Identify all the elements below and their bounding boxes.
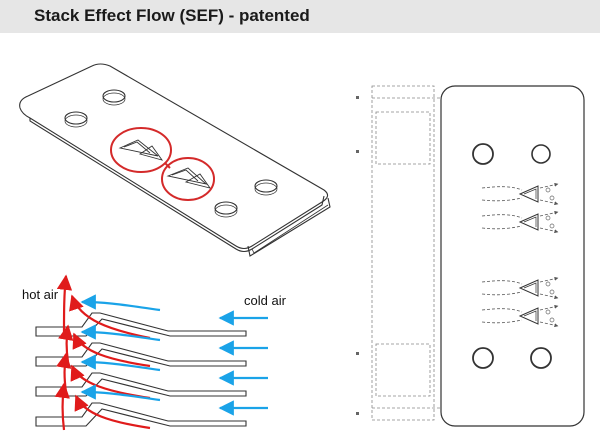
hot-air-label: hot air xyxy=(22,287,59,302)
cold-air-label: cold air xyxy=(244,293,286,308)
top-view-flow-lines xyxy=(481,182,559,328)
cold-air-arrows xyxy=(80,294,268,416)
isometric-plate xyxy=(19,63,331,257)
side-profile-ticks xyxy=(356,96,359,415)
top-view-plate xyxy=(440,85,585,427)
top-view-vents xyxy=(518,185,539,325)
top-view-swirl-marks xyxy=(545,187,555,323)
highlight-circles xyxy=(110,127,215,201)
side-profile-dashed xyxy=(371,85,442,421)
page-title: Stack Effect Flow (SEF) - patented xyxy=(34,6,310,25)
header-bar: Stack Effect Flow (SEF) - patented xyxy=(0,0,600,33)
hot-air-arrows xyxy=(54,274,151,431)
